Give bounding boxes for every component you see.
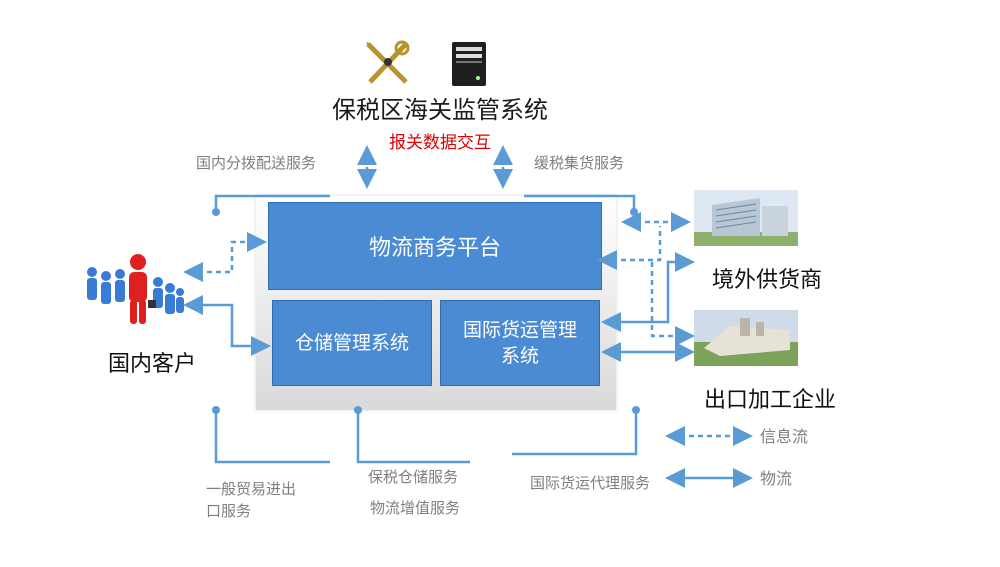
page-title: 保税区海关监管系统 (332, 96, 548, 124)
service-bonded-storage: 保税仓储服务 (368, 468, 459, 486)
overseas-supplier-label: 境外供货商 (712, 268, 823, 293)
freight-label: 国际货运管理系统 (462, 319, 577, 367)
service-bonded-consolidation: 缓税集货服务 (534, 154, 625, 172)
service-logistics-value-added: 物流增值服务 (370, 499, 461, 517)
freight-box: 国际货运管理系统 (440, 300, 600, 386)
page-subtitle: 报关数据交互 (389, 133, 491, 153)
warehouse-label: 仓储管理系统 (294, 332, 409, 354)
export-enterprise-label: 出口加工企业 (704, 388, 837, 413)
warehouse-box: 仓储管理系统 (272, 300, 432, 386)
legend-info-flow: 信息流 (760, 427, 809, 446)
service-forwarding-agent: 国际货运代理服务 (530, 474, 651, 492)
legend-logistics: 物流 (760, 469, 793, 488)
domestic-customer-label: 国内客户 (108, 352, 197, 377)
platform-box: 物流商务平台 (268, 202, 602, 290)
service-domestic-distribution: 国内分拨配送服务 (196, 154, 317, 172)
service-general-trade: 一般贸易进出口服务 (206, 480, 297, 520)
